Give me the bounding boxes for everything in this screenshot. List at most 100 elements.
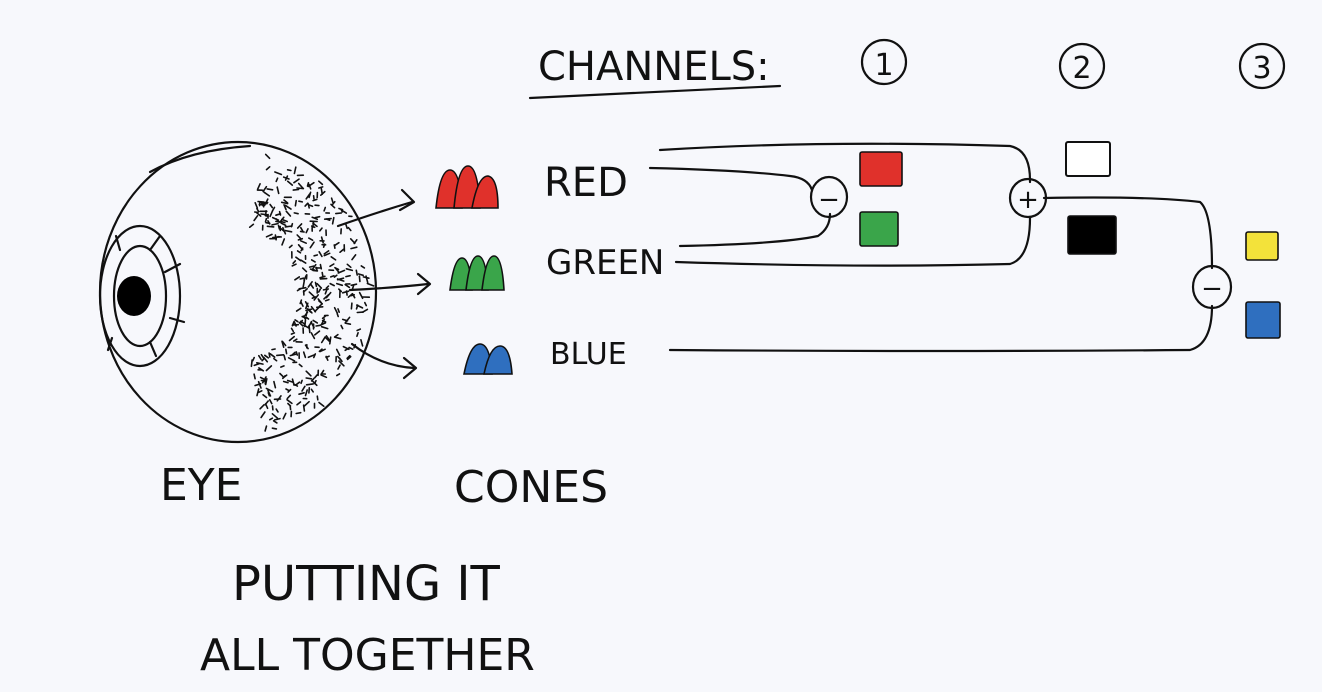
- retina-stipple: [311, 263, 317, 271]
- retina-stipple: [299, 230, 305, 233]
- retina-stipple: [276, 354, 285, 357]
- retina-stipple: [294, 319, 299, 323]
- retina-stipple: [324, 298, 330, 302]
- retina-stipple: [321, 319, 327, 323]
- retina-stipple: [314, 215, 321, 219]
- retina-stipple: [300, 259, 307, 264]
- retina-stipple: [304, 389, 308, 397]
- retina-stipple: [318, 251, 323, 258]
- retina-stipple: [287, 388, 292, 393]
- retina-stipple: [292, 260, 297, 265]
- retina-stipple: [274, 234, 277, 241]
- retina-stipple: [274, 171, 283, 176]
- retina-stipple: [360, 339, 364, 347]
- retina-stipple: [346, 354, 351, 360]
- retina-stipple: [276, 186, 280, 195]
- retina-stipple: [319, 348, 326, 353]
- retina-stipple: [310, 321, 315, 329]
- arrow-to-blue-head: [402, 356, 418, 380]
- retina-stipple: [345, 274, 351, 278]
- retina-stipple: [268, 399, 273, 405]
- retina-stipple: [254, 202, 259, 209]
- retina-stipple: [260, 411, 266, 419]
- retina-stipple: [273, 357, 278, 362]
- retina-stipple: [280, 222, 287, 227]
- retina-stipple: [366, 282, 375, 287]
- retina-stipple: [337, 308, 340, 313]
- retina-stipple: [335, 348, 341, 357]
- retina-stipple: [320, 336, 326, 344]
- retina-stipple: [285, 388, 290, 392]
- retina-stipple: [323, 206, 327, 212]
- retina-stipple: [319, 275, 326, 279]
- retina-stipple: [271, 206, 276, 212]
- retina-stipple: [283, 204, 287, 211]
- retina-stipple: [316, 306, 324, 309]
- retina-stipple: [262, 185, 268, 193]
- retina-stipple: [311, 216, 319, 221]
- blue-cones: [463, 343, 513, 375]
- retina-stipple: [281, 238, 286, 246]
- retina-stipple: [319, 263, 323, 270]
- retina-stipple: [324, 288, 328, 295]
- retina-stipple: [308, 324, 311, 334]
- retina-stipple: [258, 354, 262, 361]
- retina-stipple: [325, 355, 330, 359]
- retina-stipple: [248, 223, 255, 228]
- retina-stipple: [305, 302, 309, 310]
- retina-stipple: [344, 316, 351, 324]
- retina-stipple: [330, 274, 335, 278]
- retina-stipple: [310, 332, 316, 340]
- retina-stipple: [265, 166, 271, 171]
- retina-stipple: [355, 269, 358, 276]
- retina-stipple: [280, 365, 285, 368]
- channel-3-operator: −: [1191, 264, 1233, 310]
- retina-stipple: [337, 269, 346, 274]
- retina-stipple: [260, 379, 266, 382]
- retina-stipple: [318, 180, 324, 186]
- retina-stipple: [358, 275, 361, 283]
- retina-stipple: [267, 389, 272, 397]
- retina-stipple: [314, 281, 318, 288]
- retina-stipple: [315, 324, 321, 327]
- retina-stipple: [310, 377, 315, 382]
- retina-stipple: [266, 188, 274, 191]
- retina-stipple: [351, 284, 355, 290]
- swatch-red: [859, 151, 903, 187]
- retina-stipple: [300, 226, 304, 232]
- retina-stipple: [294, 276, 301, 281]
- retina-stipple: [259, 376, 265, 380]
- retina-stipple: [338, 360, 345, 367]
- retina-stipple: [264, 153, 271, 160]
- retina-texture: [248, 153, 375, 432]
- retina-stipple: [271, 413, 279, 419]
- retina-stipple: [295, 307, 302, 312]
- retina-stipple: [356, 328, 362, 332]
- retina-stipple: [265, 221, 271, 225]
- retina-stipple: [269, 209, 274, 218]
- retina-stipple: [316, 395, 319, 401]
- retina-stipple: [286, 379, 294, 383]
- retina-stipple: [256, 183, 261, 191]
- retina-stipple: [320, 369, 325, 376]
- retina-stipple: [306, 182, 310, 187]
- retina-stipple: [275, 177, 279, 183]
- retina-stipple: [344, 283, 351, 289]
- retina-stipple: [286, 169, 292, 172]
- eye-pupil: [117, 276, 151, 316]
- retina-stipple: [305, 316, 310, 320]
- channel-number-3: 3: [1238, 42, 1286, 90]
- retina-stipple: [347, 226, 352, 232]
- retina-stipple: [318, 186, 324, 189]
- green-cones: [449, 255, 505, 291]
- retina-stipple: [294, 199, 297, 207]
- retina-stipple: [333, 336, 342, 340]
- retina-stipple: [296, 250, 302, 254]
- retina-stipple: [277, 224, 281, 230]
- retina-stipple: [286, 398, 293, 405]
- retina-stipple: [293, 166, 297, 175]
- svg-text:2: 2: [1072, 51, 1091, 86]
- retina-stipple: [264, 403, 269, 410]
- retina-stipple: [342, 345, 350, 351]
